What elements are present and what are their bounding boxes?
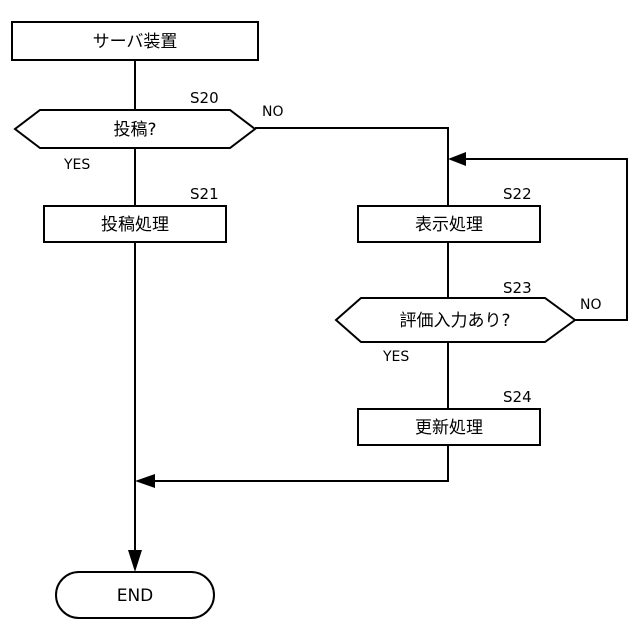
decision-s20: 投稿? S20 NO YES <box>15 89 284 173</box>
end-terminator-label: END <box>117 586 154 606</box>
decision-s23: 評価入力あり? S23 NO YES <box>336 279 602 365</box>
connector-s24-to-main <box>155 445 448 481</box>
process-s21-label: 投稿処理 <box>101 215 169 235</box>
step-label-s23: S23 <box>503 279 532 297</box>
arrowhead-loop-left <box>448 152 466 166</box>
process-s24-label: 更新処理 <box>415 418 483 438</box>
step-label-s20: S20 <box>190 89 219 107</box>
arrowhead-merge-left <box>135 474 155 488</box>
server-box-label: サーバ装置 <box>93 32 178 52</box>
process-s22-label: 表示処理 <box>415 215 483 235</box>
arrowhead-to-end <box>128 550 142 572</box>
decision-s20-no-label: NO <box>262 104 284 120</box>
connector-s20-no-to-s22 <box>255 128 448 206</box>
decision-s20-yes-label: YES <box>63 157 90 173</box>
decision-s23-yes-label: YES <box>382 349 409 365</box>
step-label-s24: S24 <box>503 388 532 406</box>
step-label-s22: S22 <box>503 185 532 203</box>
decision-s23-no-label: NO <box>580 297 602 313</box>
decision-s23-label: 評価入力あり? <box>399 311 510 331</box>
step-label-s21: S21 <box>190 185 219 203</box>
decision-s20-label: 投稿? <box>113 120 156 140</box>
server-box: サーバ装置 <box>12 22 258 60</box>
end-terminator: END <box>56 572 214 618</box>
